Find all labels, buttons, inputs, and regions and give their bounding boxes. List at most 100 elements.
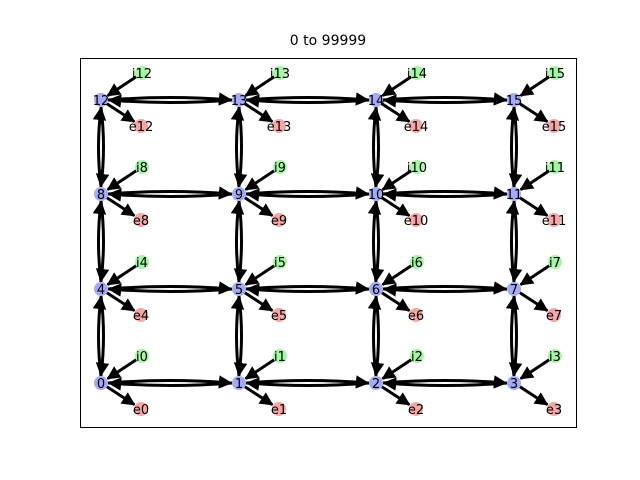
exit-label: e6 — [408, 309, 424, 324]
input-node — [273, 349, 287, 363]
exit-node — [272, 308, 286, 322]
internal-label: 15 — [506, 94, 523, 109]
grid-edge — [505, 106, 520, 188]
grid-edge — [382, 188, 508, 202]
grid-edge — [233, 200, 248, 283]
grid-edge — [508, 106, 523, 188]
grid-edge — [107, 94, 233, 108]
input-node — [410, 349, 424, 363]
grid-edge — [107, 281, 233, 295]
input-label: i2 — [411, 350, 423, 365]
internal-node — [94, 282, 108, 296]
grid-edge — [367, 200, 382, 283]
exit-edge — [106, 385, 136, 406]
exit-label: e15 — [542, 120, 567, 135]
internal-label: 5 — [235, 283, 243, 298]
exit-label: e12 — [129, 120, 154, 135]
exit-node — [134, 308, 148, 322]
input-edge — [106, 169, 138, 191]
input-edge — [106, 358, 138, 380]
exit-edge — [106, 102, 136, 123]
internal-node — [232, 282, 246, 296]
input-node — [273, 66, 287, 80]
input-label: i9 — [274, 161, 286, 176]
exit-label: e8 — [133, 214, 149, 229]
grid-edge — [382, 186, 508, 200]
exit-label: e1 — [271, 403, 287, 418]
input-label: i0 — [136, 350, 148, 365]
grid-edge — [367, 106, 382, 188]
grid-edge — [92, 106, 107, 188]
input-node — [548, 160, 562, 174]
exit-label: e0 — [133, 403, 149, 418]
grid-edge — [95, 200, 110, 283]
grid-edge — [230, 106, 245, 188]
exit-edge — [381, 291, 411, 312]
input-edge — [381, 358, 413, 380]
input-edge — [381, 264, 413, 286]
grid-edge — [382, 281, 508, 295]
exit-edge — [381, 385, 411, 406]
exit-node — [409, 402, 423, 416]
grid-edge — [382, 377, 508, 391]
input-edge — [519, 264, 551, 286]
internal-node — [369, 282, 383, 296]
grid-edge — [92, 295, 107, 377]
grid-edge — [382, 283, 508, 297]
grid-edge — [230, 200, 245, 283]
grid-edge — [367, 295, 382, 377]
internal-label: 4 — [97, 283, 105, 298]
grid-edge — [382, 92, 508, 106]
internal-label: 14 — [368, 94, 385, 109]
input-node — [273, 160, 287, 174]
exit-edge — [519, 102, 549, 123]
input-node — [548, 349, 562, 363]
diagram-title: 0 to 99999 — [289, 33, 367, 49]
exit-edge — [519, 291, 549, 312]
grid-edge — [107, 375, 233, 389]
internal-label: 7 — [510, 283, 518, 298]
grid-edge — [370, 200, 385, 283]
internal-node — [507, 187, 521, 201]
grid-edge — [107, 188, 233, 202]
input-label: i3 — [549, 350, 561, 365]
input-label: i12 — [132, 67, 152, 82]
grid-edge — [245, 375, 370, 389]
input-label: i8 — [136, 161, 148, 176]
input-edge — [381, 169, 413, 191]
grid-edge — [370, 295, 385, 377]
internal-node — [232, 93, 246, 107]
input-label: i14 — [407, 67, 427, 82]
exit-node — [409, 119, 423, 133]
grid-edge — [233, 295, 248, 377]
internal-node — [369, 187, 383, 201]
input-node — [410, 66, 424, 80]
internal-node — [369, 93, 383, 107]
grid-edge — [245, 188, 370, 202]
grid-edge — [505, 295, 520, 377]
exit-node — [547, 213, 561, 227]
exit-node — [272, 119, 286, 133]
grid-edge — [95, 295, 110, 377]
exit-label: e14 — [404, 120, 429, 135]
grid-edge — [230, 295, 245, 377]
input-node — [135, 160, 149, 174]
grid-edge — [107, 186, 233, 200]
grid-edge — [107, 377, 233, 391]
grid-edge — [233, 106, 248, 188]
input-edge — [106, 75, 138, 97]
grid-edge — [382, 375, 508, 389]
internal-label: 12 — [93, 94, 110, 109]
internal-node — [507, 376, 521, 390]
exit-edge — [244, 291, 274, 312]
internal-node — [94, 93, 108, 107]
grid-edge — [107, 92, 233, 106]
exit-label: e4 — [133, 309, 149, 324]
internal-label: 3 — [510, 377, 518, 392]
exit-node — [134, 402, 148, 416]
input-label: i5 — [274, 256, 286, 271]
exit-node — [547, 402, 561, 416]
input-node — [548, 255, 562, 269]
grid-edge — [508, 295, 523, 377]
